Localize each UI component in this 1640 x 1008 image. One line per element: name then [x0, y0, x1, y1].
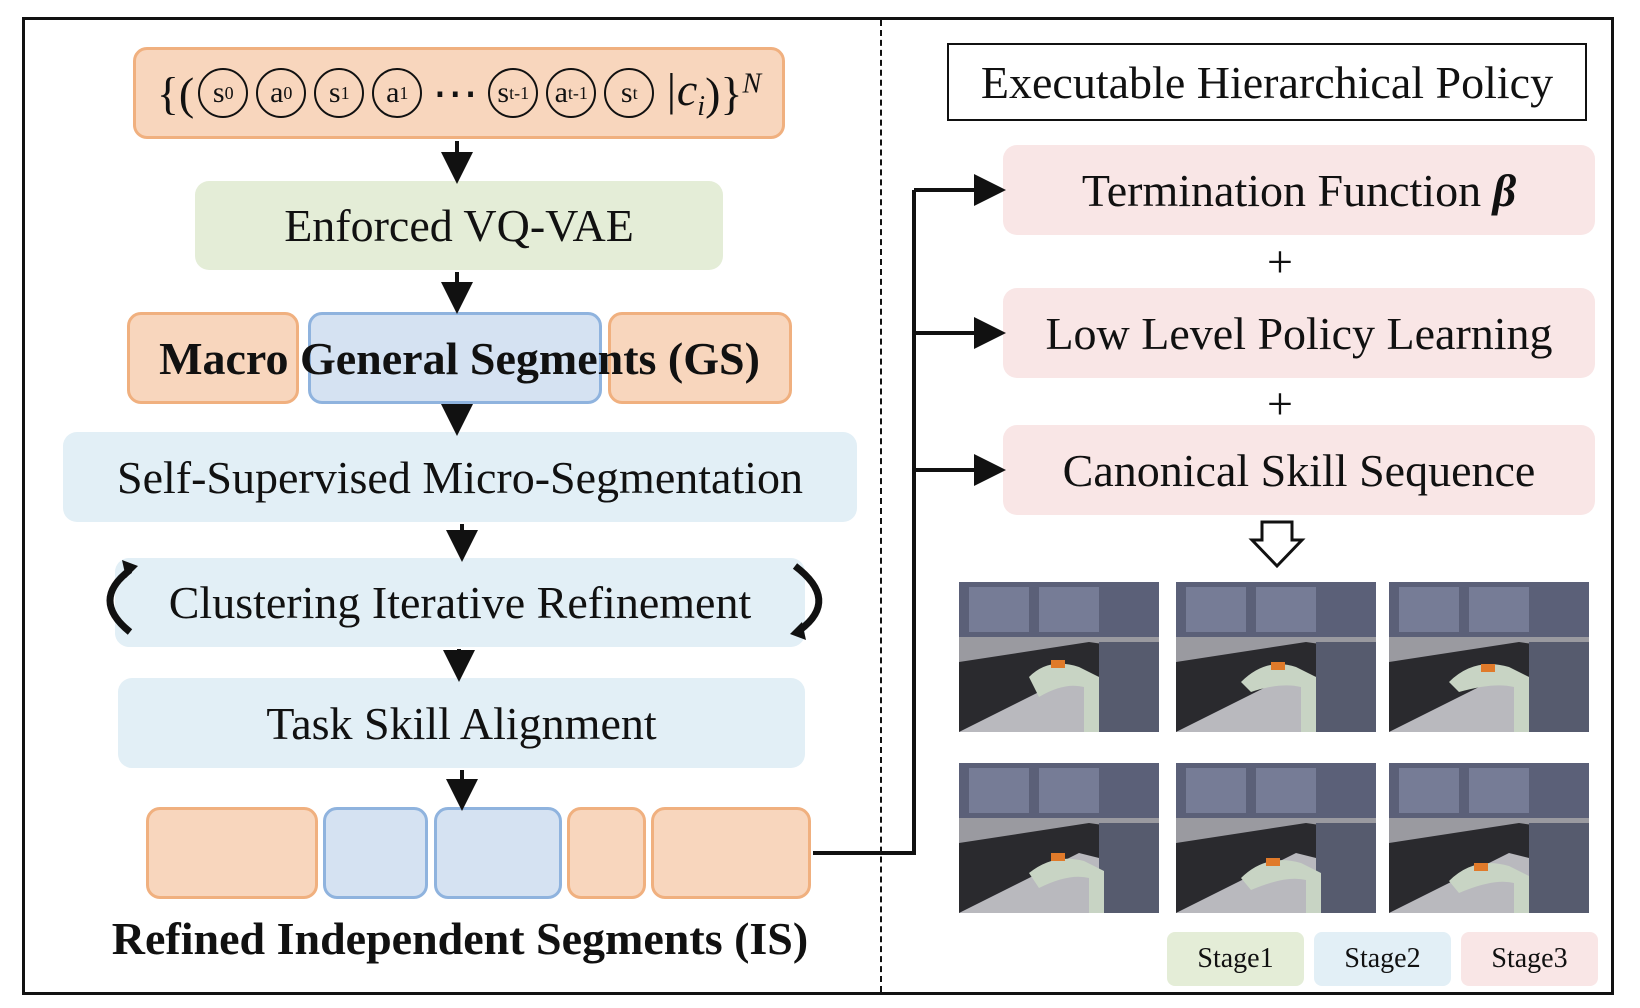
scene-image-5: [1176, 763, 1376, 913]
stage3-legend: Stage3: [1461, 932, 1598, 986]
vqvae-box: Enforced VQ-VAE: [195, 181, 723, 270]
is-segment-2: [323, 807, 428, 899]
termination-symbol: β: [1492, 164, 1517, 216]
refine-loop-right: [792, 563, 823, 633]
termination-box: Termination Function β: [1003, 145, 1595, 235]
low-level-policy-box: Low Level Policy Learning: [1003, 288, 1595, 378]
is-segment-3: [434, 807, 562, 899]
macro-segments-label: Macro General Segments (GS): [159, 332, 760, 384]
alignment-box: Task Skill Alignment: [118, 678, 805, 768]
scene-image-3: [1389, 582, 1589, 732]
connector-is-to-policy: [813, 190, 916, 855]
scene-image-1: [959, 582, 1159, 732]
policy-title: Executable Hierarchical Policy: [947, 43, 1587, 121]
scene-image-2: [1176, 582, 1376, 732]
stage2-legend: Stage2: [1314, 932, 1451, 986]
refined-segments-label: Refined Independent Segments (IS): [111, 912, 809, 964]
stage1-legend: Stage1: [1167, 932, 1304, 986]
clustering-box: Clustering Iterative Refinement: [115, 558, 805, 647]
plus-sign-2: +: [1267, 377, 1293, 429]
termination-label: Termination Function: [1081, 164, 1493, 216]
is-segment-5: [651, 807, 811, 899]
seq-close: )}N: [705, 67, 762, 119]
figure-frame: [22, 17, 1614, 995]
gs-segment-1: [127, 312, 299, 404]
canonical-skill-box: Canonical Skill Sequence: [1003, 425, 1595, 515]
micro-segmentation-box: Self-Supervised Micro-Segmentation: [63, 432, 857, 522]
scene-image-6: [1389, 763, 1589, 913]
refine-loop-left: [106, 567, 133, 635]
is-segment-1: [146, 807, 318, 899]
seq-ellipsis: ⋯: [432, 68, 479, 119]
panel-divider: [880, 20, 882, 992]
plus-sign-1: +: [1267, 235, 1293, 287]
hollow-down-arrow: [1248, 520, 1306, 569]
is-segment-4: [567, 807, 646, 899]
seq-open: {(: [156, 67, 195, 119]
scene-image-4: [959, 763, 1159, 913]
seq-condition: |ci: [664, 63, 706, 123]
gs-segment-3: [608, 312, 792, 404]
